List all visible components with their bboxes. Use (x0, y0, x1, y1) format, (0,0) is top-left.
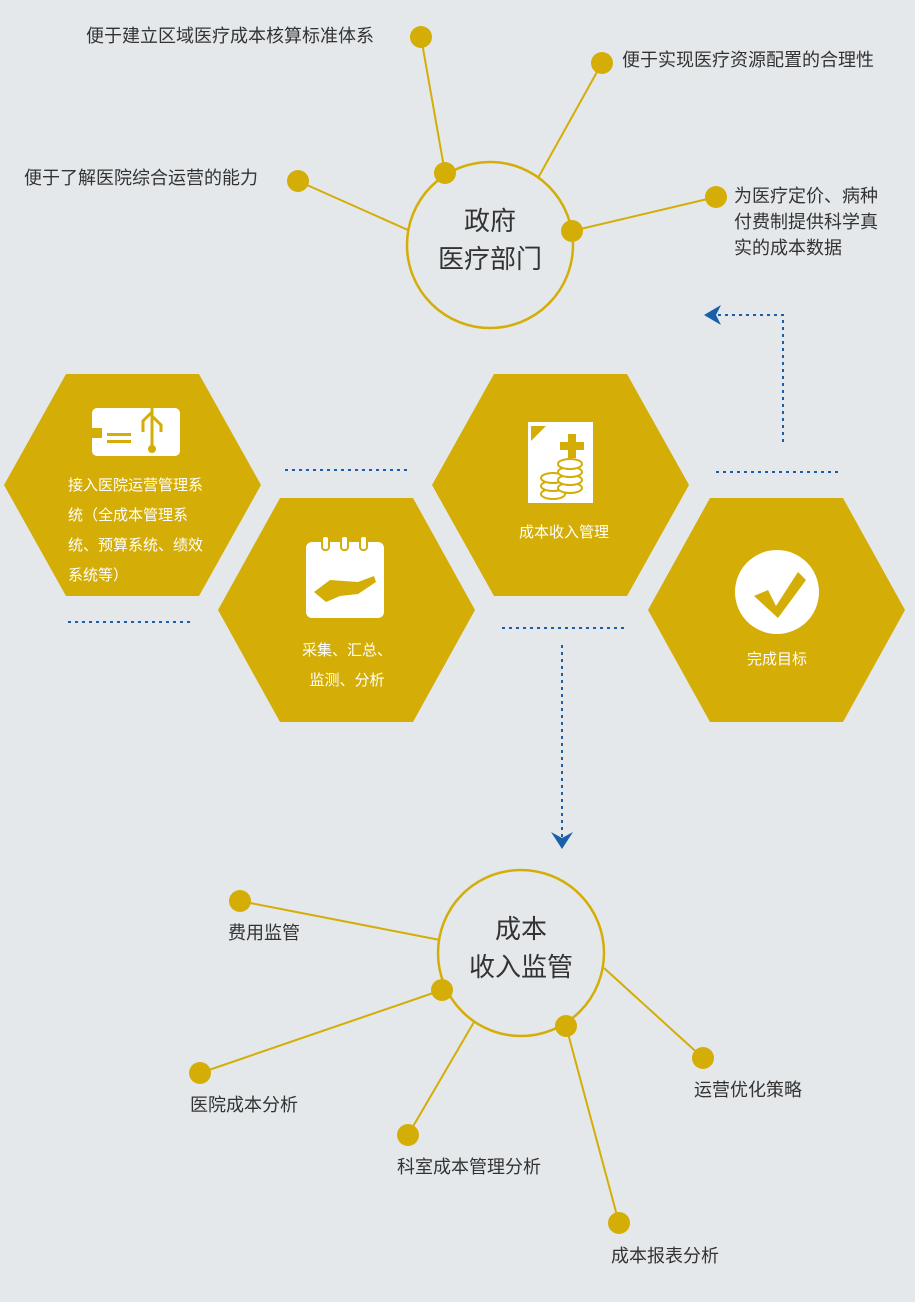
gov-hub-nodes (287, 26, 727, 242)
gov-hub-connectors (297, 36, 717, 232)
hex-cost-income-label: 成本收入管理 (518, 523, 609, 541)
arrow-to-gov-line (718, 314, 784, 442)
cost-spoke-label: 成本报表分析 (611, 1246, 719, 1267)
connector-line (565, 1025, 620, 1224)
cost-hub-nodes (189, 890, 714, 1234)
node-dot (705, 186, 727, 208)
hex-complete-goal-label: 完成目标 (746, 650, 807, 668)
node-dot (229, 890, 251, 912)
node-dot (692, 1047, 714, 1069)
node-dot (431, 979, 453, 1001)
cost-hub-title-line2: 收入监管 (468, 953, 573, 983)
node-dot (591, 52, 613, 74)
node-dot (410, 26, 432, 48)
connector-line (407, 1021, 475, 1136)
gov-spoke-label: 便于了解医院综合运营的能力 (24, 168, 258, 189)
gov-spoke-label: 为医疗定价、病种付费制提供科学真实的成本数据 (734, 186, 878, 259)
hex-collect-analyze-line2: 监测、分析 (309, 671, 385, 689)
connector-line (199, 989, 443, 1074)
node-dot (555, 1015, 577, 1037)
node-dot (561, 220, 583, 242)
hex-collect-analyze-line1: 采集、汇总、 (301, 641, 392, 659)
cost-hub-title-line1: 成本 (494, 915, 547, 945)
connector-line (297, 180, 409, 231)
dotted-connectors (68, 314, 840, 838)
gov-hub-title-line1: 政府 (463, 207, 516, 237)
gov-spoke-label: 便于实现医疗资源配置的合理性 (622, 50, 874, 71)
gov-hub-title-line2: 医疗部门 (437, 245, 542, 275)
gov-spoke-label: 便于建立区域医疗成本核算标准体系 (86, 26, 374, 47)
gov-hub-circle (405, 160, 575, 330)
hex-access-system (4, 374, 261, 596)
usb-card-icon (92, 390, 180, 456)
cost-hub-title: 成本 收入监管 (441, 911, 601, 987)
cost-spoke-label: 医院成本分析 (190, 1095, 298, 1116)
connector-line (537, 62, 603, 179)
cost-spoke-label: 费用监管 (228, 923, 300, 944)
cost-spoke-label: 科室成本管理分析 (397, 1157, 541, 1178)
connector-line (571, 196, 717, 232)
connector-line (420, 36, 446, 174)
node-dot (189, 1062, 211, 1084)
node-dot (397, 1124, 419, 1146)
checkmark-circle-icon (735, 550, 819, 634)
connector-line (603, 967, 704, 1059)
cost-hub-connectors (199, 900, 704, 1224)
hex-collect-analyze-label: 采集、汇总、 监测、分析 (262, 635, 432, 695)
arrow-left-head (704, 305, 721, 325)
cost-hub-circle (436, 868, 606, 1038)
gov-hub-title: 政府 医疗部门 (410, 203, 570, 279)
calendar-hand-icon (306, 535, 384, 618)
document-coins-icon (528, 422, 593, 503)
node-dot (608, 1212, 630, 1234)
hex-access-system-label: 接入医院运营管理系统（全成本管理系统、预算系统、绩效系统等） (68, 476, 204, 584)
cost-spoke-label: 运营优化策略 (694, 1080, 802, 1101)
node-dot (434, 162, 456, 184)
arrow-down-head (551, 832, 573, 849)
connector-line (239, 900, 441, 941)
node-dot (287, 170, 309, 192)
